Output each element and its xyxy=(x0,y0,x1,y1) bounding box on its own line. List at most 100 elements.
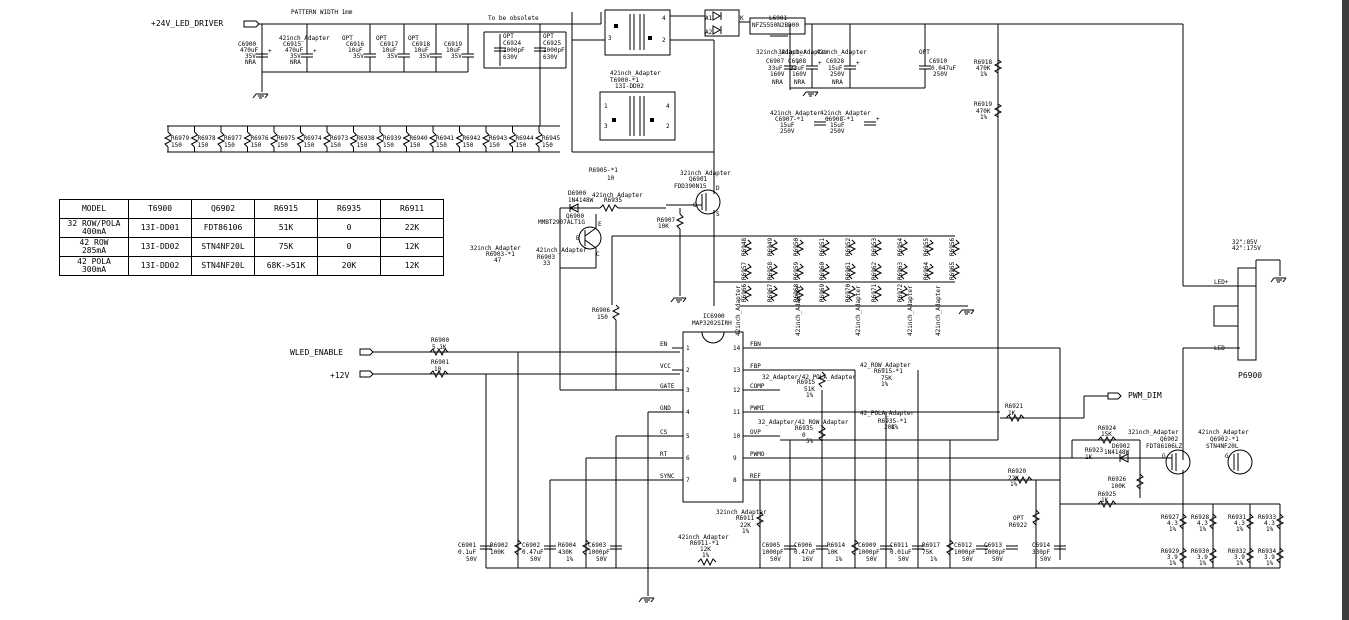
svg-text:D6900: D6900 xyxy=(568,190,586,197)
svg-text:R6906: R6906 xyxy=(592,307,610,314)
transformer-t6900: 342 xyxy=(571,9,715,153)
svg-text:42_POLA_Adapter: 42_POLA_Adapter xyxy=(860,410,915,417)
label: 150 xyxy=(357,142,368,149)
input-wled-enable: WLED_ENABLE R6900 5.1K xyxy=(290,337,680,357)
alt-output-capacitors: +42inch_AdapterC6907-*115uF250V+42inch_A… xyxy=(770,110,880,135)
svg-text:A2: A2 xyxy=(705,29,713,36)
label: 160V xyxy=(792,71,807,78)
svg-text:47: 47 xyxy=(494,257,502,264)
resistor-r6903: 42inch_Adapter R6903 33 32inch_Adapter R… xyxy=(470,245,587,267)
label: 42inch_Adapter xyxy=(770,110,821,117)
gate-drive: R6905-*1 10 42inch_Adapter R6935 D6900 1… xyxy=(538,167,714,391)
svg-text:D6902: D6902 xyxy=(1112,443,1130,450)
label: C6915 xyxy=(283,41,301,48)
label: C6910 xyxy=(929,58,947,65)
svg-text:R6925: R6925 xyxy=(1098,491,1116,498)
label: 4 xyxy=(686,409,690,416)
svg-text:42inch_Adapter: 42inch_Adapter xyxy=(678,534,729,541)
label: R6904 xyxy=(558,542,576,549)
label: C6912 xyxy=(954,542,972,549)
svg-text:2: 2 xyxy=(662,37,666,44)
label: 330pF xyxy=(1032,549,1050,556)
bottom-components: C69010.1uF50VR6902100KC69020.47uF50VR690… xyxy=(458,539,1066,563)
label: 1000pF xyxy=(858,549,880,556)
ic-pin-left: 6RT xyxy=(660,451,690,462)
label: EN xyxy=(660,341,668,348)
ic-right-wiring xyxy=(745,347,1172,568)
svg-text:OPT: OPT xyxy=(1013,515,1024,522)
label: 160V xyxy=(770,71,785,78)
label: 1000pF xyxy=(984,549,1006,556)
label: R6938 xyxy=(357,135,375,142)
svg-text:T6900-*1: T6900-*1 xyxy=(610,77,639,84)
svg-text:5.1K: 5.1K xyxy=(432,344,447,351)
svg-text:R6915: R6915 xyxy=(797,379,815,386)
label: 150 xyxy=(330,142,341,149)
table-cell: STN4NF20L xyxy=(191,256,255,276)
svg-text:470K: 470K xyxy=(976,108,991,115)
label: 32inch_Adapter xyxy=(778,49,829,56)
svg-text:42":175V: 42":175V xyxy=(1232,245,1261,252)
bank-resistor: R6962 xyxy=(871,262,883,280)
net-label-12v: +12V xyxy=(330,371,349,380)
label: C6918 xyxy=(412,41,430,48)
label: 10uF xyxy=(414,47,429,54)
svg-text:470K: 470K xyxy=(976,65,991,72)
label: 470uF xyxy=(285,47,303,54)
label: 1% xyxy=(1199,526,1207,533)
bank-resistor: R6968 xyxy=(793,284,805,302)
label: 33uF xyxy=(768,65,783,72)
svg-text:R6903-*1: R6903-*1 xyxy=(486,251,515,258)
label: OPT xyxy=(543,33,554,40)
label: R6970 xyxy=(845,284,852,302)
label: R6965 xyxy=(949,262,956,280)
svg-text:A1: A1 xyxy=(705,15,713,22)
svg-text:10: 10 xyxy=(434,366,442,373)
resistor-row-items: R6979150R6978150R6977150R6976150R6975150… xyxy=(163,126,560,152)
label: 42inch_Adapter xyxy=(816,49,867,56)
label: GND xyxy=(660,405,671,412)
bank-note: 42inch_Adapter xyxy=(935,285,942,336)
label: 1% xyxy=(1266,560,1274,567)
svg-text:1N4148W: 1N4148W xyxy=(568,197,594,204)
label: C6911 xyxy=(890,542,908,549)
svg-text:3: 3 xyxy=(608,35,612,42)
label: 50V xyxy=(866,556,877,563)
bank-note: 42inch_Adapter xyxy=(907,285,914,336)
svg-text:1K: 1K xyxy=(1008,410,1016,417)
label: C6916 xyxy=(346,41,364,48)
label: NRA xyxy=(832,79,843,86)
svg-text:5%: 5% xyxy=(806,438,814,445)
bank-note: 42inch_Adapter xyxy=(855,285,862,336)
label: R6975 xyxy=(277,135,295,142)
label: 8 xyxy=(733,477,737,484)
svg-text:R6907: R6907 xyxy=(657,217,675,224)
label: 50V xyxy=(466,556,477,563)
vertical-scrollbar[interactable] xyxy=(1342,0,1349,620)
svg-text:R6901: R6901 xyxy=(431,359,449,366)
label: 0.047uF xyxy=(931,65,957,72)
mosfet-q6902: 32inch_Adapter Q6902 FDT86106LZ G xyxy=(1128,429,1191,504)
svg-text:D: D xyxy=(716,185,720,192)
svg-text:Q6902-*1: Q6902-*1 xyxy=(1210,436,1239,443)
label: 250V xyxy=(780,128,795,135)
svg-text:33: 33 xyxy=(543,260,551,267)
svg-text:R6903: R6903 xyxy=(537,254,555,261)
label: CS xyxy=(660,429,668,436)
svg-text:+: + xyxy=(796,60,800,67)
bank-resistor: R6956 xyxy=(949,238,961,256)
